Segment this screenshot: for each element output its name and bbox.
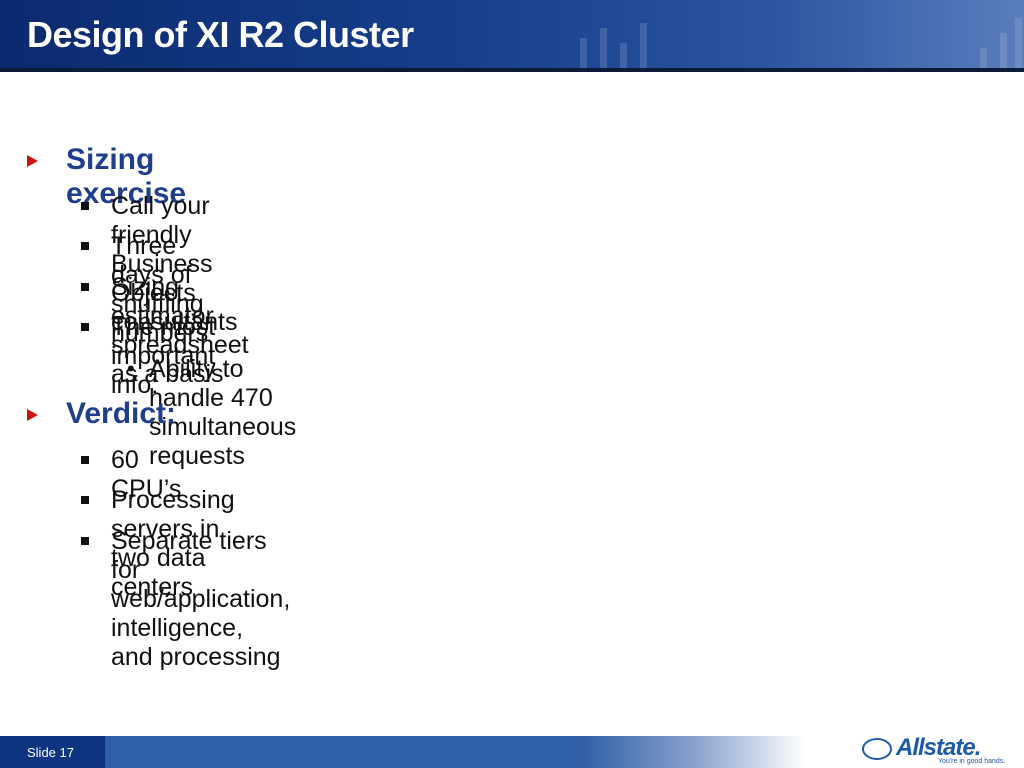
list-item: The most important info: — [111, 313, 216, 399]
logo-tagline: You're in good hands. — [938, 758, 1006, 765]
square-bullet-icon — [81, 323, 89, 331]
arrow-bullet-icon — [27, 155, 38, 167]
list-item: 60 CPU’s — [111, 446, 182, 503]
list-item: Separate tiers for web/application, inte… — [111, 527, 291, 671]
section-heading: Verdict: — [66, 397, 177, 430]
square-bullet-icon — [81, 496, 89, 504]
header-banner: Design of XI R2 Cluster — [0, 0, 1024, 72]
footer: Slide 17 Allstate. You're in good hands. — [0, 734, 1024, 768]
list-item: Processing servers in two data centers — [111, 486, 235, 601]
sub-list-item: Ability to handle 470 simultaneous reque… — [149, 355, 297, 470]
square-bullet-icon — [81, 283, 89, 291]
slide-number-box: Slide 17 — [0, 736, 105, 768]
footer-bar — [105, 736, 805, 768]
list-item: Call your friendly Business Objects cons… — [111, 192, 238, 336]
decorative-chart-background — [540, 0, 1024, 68]
square-bullet-icon — [81, 202, 89, 210]
arrow-bullet-icon — [27, 409, 38, 421]
square-bullet-icon — [81, 537, 89, 545]
list-item: Sizing estimator spreadsheet as a basis — [111, 273, 249, 388]
slide-number: Slide 17 — [27, 745, 74, 760]
square-bullet-icon — [81, 242, 89, 250]
good-hands-icon — [862, 738, 892, 760]
allstate-logo: Allstate. You're in good hands. — [860, 734, 1005, 768]
list-item: Three days of shuffling numbers — [111, 232, 209, 347]
page-title: Design of XI R2 Cluster — [27, 14, 414, 55]
logo-text: Allstate. — [896, 734, 981, 761]
dot-bullet-icon: • — [127, 356, 135, 381]
square-bullet-icon — [81, 456, 89, 464]
